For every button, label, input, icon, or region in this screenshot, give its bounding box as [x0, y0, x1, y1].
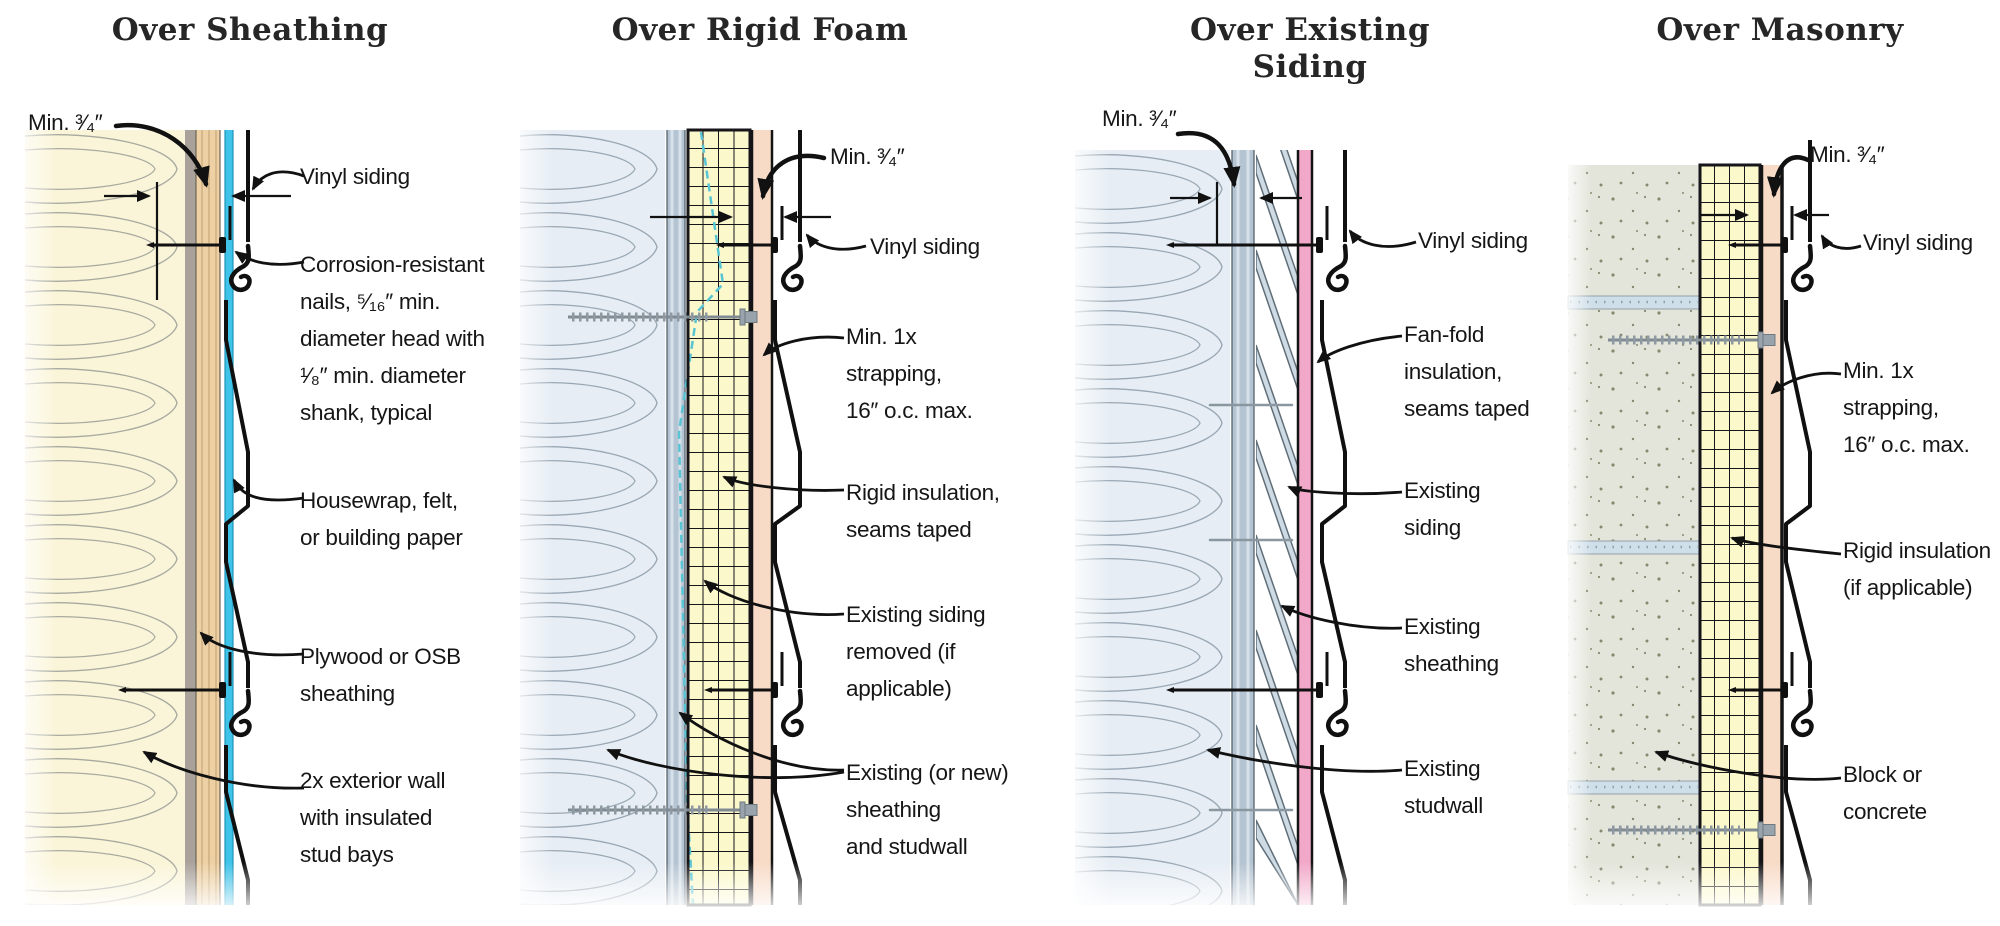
leader-arrows: [142, 170, 305, 790]
clapboard-nails: [1208, 403, 1294, 812]
fanfold-insulation-layer: [1296, 150, 1314, 905]
wall-section-drawing-existing-siding: [1075, 130, 1417, 905]
label-existing-sheathing: Existing sheathing: [1404, 614, 1499, 676]
vinyl-siding-profile: [1320, 150, 1346, 905]
label-vinyl-siding: Vinyl siding: [300, 164, 410, 189]
mortar-joint: [1567, 295, 1701, 795]
label-rigid-insulation: Rigid insulation (if applicable): [1843, 538, 1991, 600]
panel-over-masonry: Over Masonry: [1560, 0, 2000, 926]
label-vinyl-siding: Vinyl siding: [1863, 230, 1973, 255]
label-housewrap: Housewrap, felt, or building paper: [300, 488, 463, 550]
screw-icon: [568, 801, 758, 819]
existing-studwall-layer: [520, 130, 665, 905]
vinyl-siding-profile: [773, 130, 801, 905]
label-existing-sheathing-studwall: Existing (or new) sheathing and studwall: [846, 760, 1009, 859]
dimension-marks: [1700, 155, 1829, 221]
existing-studwall-layer: [1075, 150, 1230, 905]
rigid-insulation-layer: [1698, 163, 1762, 907]
label-strapping: Min. 1x strapping, 16″ o.c. max.: [846, 324, 973, 423]
siding-nail-icon: [716, 237, 778, 253]
existing-clapboard-siding-layer: [1256, 150, 1298, 905]
dimension-marks: [1170, 130, 1302, 245]
label-min-dimension: Min. ³⁄₄″: [830, 144, 905, 169]
leader-arrows: [1654, 234, 1862, 781]
label-rigid-insulation: Rigid insulation, seams taped: [846, 480, 1000, 542]
label-exterior-wall: 2x exterior wall with insulated stud bay…: [300, 768, 446, 867]
label-min-dimension: Min. ³⁄₄″: [1102, 106, 1177, 131]
dimension-marks: [650, 153, 831, 223]
label-existing-siding: Existing siding: [1404, 478, 1481, 540]
panel-title: Over Sheathing: [111, 12, 389, 48]
panel-title: Over Existing Siding: [1189, 12, 1430, 85]
wall-section-drawing-masonry: [1567, 140, 1862, 907]
siding-nail-icon: [146, 237, 226, 253]
masonry-screw-icon: [1608, 331, 1776, 349]
label-plywood-sheathing: Plywood or OSB sheathing: [300, 644, 461, 706]
interior-layer: [185, 130, 196, 905]
rigid-insulation-layer: [677, 128, 752, 907]
masonry-screw-icon: [1608, 821, 1776, 839]
panel-over-rigid-foam: Over Rigid Foam: [500, 0, 1060, 926]
screw-icon: [568, 308, 758, 326]
existing-sheathing-layer: [1231, 150, 1255, 905]
leader-arrows: [1206, 229, 1417, 773]
vinyl-siding-profile: [1784, 140, 1811, 905]
siding-nail-icon: [118, 682, 226, 698]
label-fanfold-insulation: Fan-fold insulation, seams taped: [1404, 322, 1530, 421]
siding-nail-icon: [1728, 682, 1788, 698]
leader-arrows: [606, 233, 867, 779]
strapping-layer: [1760, 165, 1784, 905]
siding-nail-icon: [1166, 682, 1323, 698]
siding-nail-icon: [1166, 237, 1323, 253]
label-min-dimension: Min. ³⁄₄″: [1810, 142, 1885, 167]
label-strapping: Min. 1x strapping, 16″ o.c. max.: [1843, 358, 1970, 457]
panel-title: Over Rigid Foam: [611, 12, 909, 48]
siding-nail-icon: [704, 682, 778, 698]
label-vinyl-siding: Vinyl siding: [870, 234, 980, 259]
panel-title: Over Masonry: [1656, 12, 1904, 48]
dimension-marks: [104, 122, 291, 300]
panel-over-sheathing: Over Sheathing: [0, 0, 500, 926]
label-existing-studwall: Existing studwall: [1404, 756, 1483, 818]
siding-nail-icon: [1728, 237, 1788, 253]
label-existing-siding-removed: Existing siding removed (if applicable): [846, 602, 986, 701]
existing-sheathing-layer: [666, 130, 686, 905]
panel-over-existing-siding: Over Existing Siding: [1060, 0, 1560, 926]
label-block-concrete: Block or concrete: [1843, 762, 1927, 824]
label-min-dimension: Min. ³⁄₄″: [28, 110, 103, 135]
label-vinyl-siding: Vinyl siding: [1418, 228, 1528, 253]
label-nails-spec: Corrosion-resistant nails, ⁵⁄₁₆″ min. di…: [300, 252, 485, 425]
concrete-block-layer: [1567, 165, 1701, 905]
